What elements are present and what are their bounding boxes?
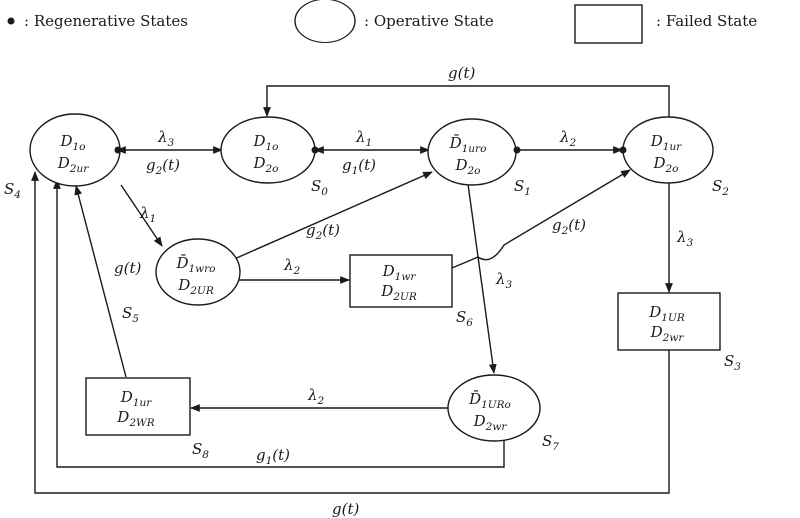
state-s5: D̄1wro D2UR S5 [122,238,241,325]
state-s7: D̄1URo D2wr S7 [447,374,559,453]
state-s1-line1: D̄1uro [449,134,487,155]
state-s0-line2: D2o [252,154,278,175]
state-s6-shape [349,254,453,308]
legend: : Regenerative States : Operative State … [7,0,757,44]
edge-label-s5-s4-g: g(t) [114,259,141,277]
state-s7-label: S7 [542,432,559,453]
state-s5-line1: D̄1wro [175,254,215,275]
edge-labels: g(t) λ3 g2(t) λ1 g1(t) λ2 λ1 g2(t) λ2 g2… [114,64,694,518]
edge-label-s1-s7-lambda3: λ3 [495,270,513,291]
edge-s5-s1 [231,171,433,261]
edge-label-s1-s2-lambda2: λ2 [559,128,577,149]
state-s4-label: S4 [4,180,21,201]
edge-label-s6-s2-g2: g2(t) [552,216,586,237]
state-s4-line2: D2ur [57,154,89,175]
state-s3-line2: D2wr [650,323,685,344]
edge-label-s0-s1-lambda1: λ1 [355,128,372,149]
state-s5-line2: D2UR [177,276,214,297]
edge-s1-s7 [467,183,497,374]
state-s2-line1: D1ur [650,132,682,153]
edges [31,85,673,494]
regenerative-dots [114,146,627,154]
state-s8-label: S8 [192,440,209,461]
state-s0-line1: D1o [252,132,278,153]
state-s1-label: S1 [514,177,531,198]
state-s3-line1: D1UR [648,303,685,324]
state-s5-label: S5 [122,304,139,325]
state-s7-shape [447,374,541,442]
legend-operative-circle [294,0,356,43]
regenerative-dot-s0 [311,146,319,154]
state-s7-line1: D̄1URo [468,390,511,411]
regenerative-dot-s1 [513,146,521,154]
edge-s2-s0-top [263,85,670,117]
state-s3-label: S3 [724,352,741,373]
state-s8-line2: D2WR [116,408,155,429]
state-s4-line1: D1o [59,132,85,153]
state-s8-shape [85,377,191,436]
state-s3-shape [617,292,721,351]
state-s0-label: S0 [311,177,328,198]
state-s6: D1wr D2UR S6 [349,254,473,329]
edge-s3-s4-bottom [31,171,670,494]
state-s4: D1o D2ur S4 [4,113,121,201]
legend-failed-square [574,4,643,44]
edge-label-s7-s8-lambda2: λ2 [307,386,325,407]
state-s3: D1UR D2wr S3 [617,292,741,373]
edge-label-s7-s4-g1: g1(t) [256,446,290,467]
edge-s4-s5 [120,184,163,247]
edge-label-s3-s4-g: g(t) [332,500,359,518]
state-s2: D1ur D2o S2 [622,116,729,198]
edge-s8-s4 [74,185,127,378]
state-s1: D̄1uro D2o S1 [427,118,531,198]
state-s8-line1: D1ur [120,388,152,409]
legend-failed-label: : Failed State [656,12,757,30]
legend-operative-label: : Operative State [364,12,494,30]
edge-label-top-g: g(t) [448,64,475,82]
regenerative-dot-s2 [619,146,627,154]
state-s6-line2: D2UR [380,282,417,303]
state-s6-line1: D1wr [382,262,417,283]
edge-label-s5-s1-g2: g2(t) [306,221,340,242]
state-s1-line2: D2o [454,156,480,177]
state-s8: D1ur D2WR S8 [85,377,209,461]
regenerative-dot-s4 [114,146,122,154]
state-s0: D1o D2o S0 [220,116,328,198]
state-s7-line2: D2wr [473,412,508,433]
state-s6-label: S6 [456,308,473,329]
edge-label-s1-s0-g1: g1(t) [342,156,376,177]
edge-label-s5-s6-lambda2: λ2 [283,256,301,277]
state-s5-shape [155,238,241,306]
legend-regenerative-label: : Regenerative States [24,12,188,30]
edge-label-s2-s3-lambda3: λ3 [676,228,694,249]
state-s2-line2: D2o [652,154,678,175]
edge-label-s4-s0-lambda3: λ3 [157,128,175,149]
edge-label-s0-s4-g2: g2(t) [146,156,180,177]
edge-label-s4-s5-lambda1: λ1 [139,204,156,225]
state-s2-label: S2 [712,177,729,198]
legend-regenerative-dot [7,17,15,25]
edge-s7-s4-g1 [53,179,505,468]
